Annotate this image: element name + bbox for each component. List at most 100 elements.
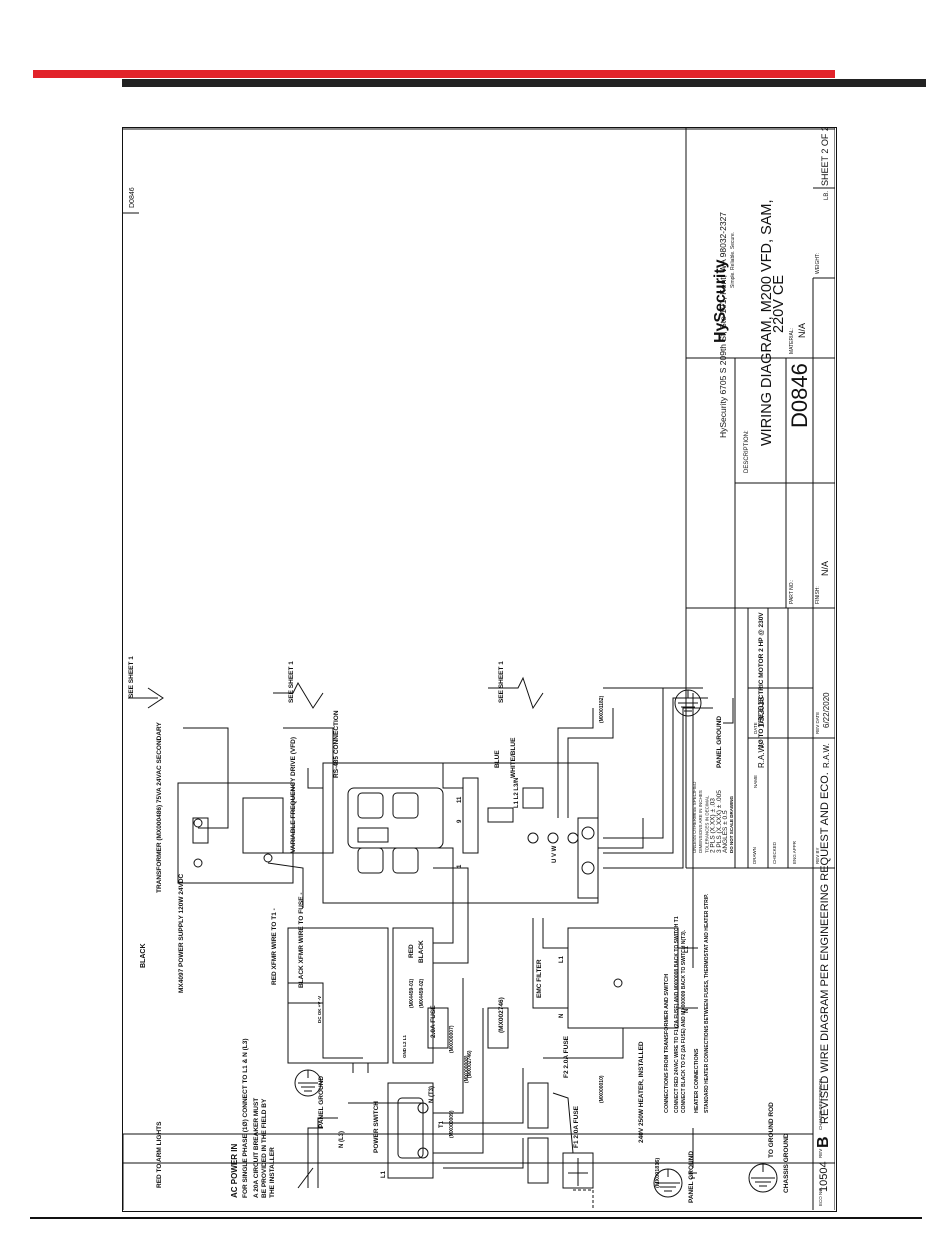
terminal-1-label: 1 (457, 864, 463, 868)
wiring-diagram: D0846 HySecurity Simple. Reliable. Secur… (123, 128, 835, 1210)
diagram-labels: AC POWER IN FOR SINGLE PHASE (1Ø) CONNEC… (128, 612, 790, 1203)
revision-text: ECO NO. 10504 REV B CHANGE DESCRIPTION R… (815, 772, 832, 1206)
company-address: HySecurity 6705 S 209th St, Ste 101, Ken… (718, 212, 728, 438)
n-l3-terminal-label: N (L3) (339, 1131, 345, 1148)
gnd-l2-l1-label: GND L2 L1 (402, 1034, 407, 1058)
red-label: RED (408, 944, 415, 958)
single-phase-note: FOR SINGLE PHASE (1Ø) CONNECT TO L1 & N … (242, 1038, 249, 1198)
description-line-1: WIRING DIAGRAM, M200 VFD, SAM, (759, 199, 775, 446)
uvw-label: U V W (552, 845, 558, 863)
breaker-note-1: A 20A CIRCUIT BREAKER MUST (253, 1098, 260, 1198)
red-xfmr-label: RED XFMR WIRE TO T1 - (271, 908, 278, 985)
n-t3-terminal-label: N (T3) (429, 1086, 435, 1103)
mx4459-02-label: (MX4459-02) (419, 978, 425, 1008)
tolerance-line: DO NOT SCALE DRAWING (729, 796, 734, 853)
rev-date-label: REV DATE (815, 712, 820, 734)
tolerance-line: UNLESS OTHERWISE SPECIFIED (692, 781, 697, 853)
company-tagline: Simple. Reliable. Secure. (730, 232, 736, 288)
eco-label: ECO NO. (818, 1187, 823, 1206)
emc-n-label: N (559, 1014, 565, 1018)
motor-label: 3Ø TO THE ELECTRIC MOTOR 2 HP @ 230V (758, 612, 765, 748)
f1-fuse-label: F1 2.0A FUSE (573, 1105, 580, 1148)
rev-label: REV (818, 1149, 823, 1158)
emc-l1-label: L1 (559, 955, 565, 963)
l1-terminal-label: L1 (381, 1170, 387, 1178)
weight-value: LB. (824, 191, 830, 200)
rev-date: 6/22/2020 (822, 692, 831, 728)
title-block-text: D0846 HySecurity Simple. Reliable. Secur… (129, 128, 831, 864)
red-to-arm-label: RED TO ARM LIGHTS (156, 1121, 163, 1188)
finish-label: FINISH: (815, 586, 821, 604)
terminal-11-label: 11 (457, 796, 463, 803)
checked-label: CHECKED (772, 841, 777, 864)
wiring (128, 676, 778, 1208)
title-block (123, 128, 835, 1210)
header-black-bar (122, 79, 926, 87)
sheet-number: SHEET 2 OF 2 (820, 128, 830, 186)
tolerance-line: TOLERANCES IN DECIMAL (704, 795, 709, 853)
power-switch-label: POWER SWITCH (373, 1101, 380, 1153)
transformer-label: TRANSFORMER (MX000486) 75VA 24VAC SECOND… (156, 721, 163, 893)
terminal-9-label: 9 (457, 819, 463, 823)
see-sheet-1-bottom: SEE SHEET 1 (498, 661, 505, 703)
drawn-label: DRAWN (752, 847, 757, 864)
vfd-label: VARIABLE FREQUENCY DRIVE (VFD) (290, 737, 297, 853)
revision-block (123, 868, 835, 1210)
drawn-date: 1/3/2018 (757, 696, 766, 728)
eng-appr-label: ENG APPR (792, 840, 797, 864)
power-supply-label: MX4097 POWER SUPPLY 120W 24VDC (178, 873, 185, 993)
connections-note-1: CONNECT RED 24VAC WIRE TO F1 (2A FUSE) A… (674, 916, 680, 1113)
emc-filter-label: EMC FILTER (536, 959, 543, 998)
footer-rule (30, 1217, 922, 1219)
mx002746-secondary-label: (MX002746) (467, 1050, 473, 1078)
finish-value: N/A (820, 561, 830, 576)
part-label: PART NO.: (789, 580, 795, 604)
description-line-2: 220V CE (771, 275, 787, 333)
tolerance-line: ANGLES ± 0.5 (722, 810, 729, 853)
panel-ground-bottom-label: PANEL GROUND (688, 1151, 695, 1203)
mx000010-label: (MX000010) (599, 1075, 605, 1103)
rev-letter: B (815, 1136, 832, 1148)
emc-n-out-label: N (684, 1009, 690, 1013)
weight-label: WEIGHT: (815, 253, 821, 274)
see-sheet-1-middle: SEE SHEET 1 (288, 661, 295, 703)
panel-ground-supply-label: PANEL GROUND (318, 1076, 325, 1128)
blue-wire-label: BLUE (494, 750, 501, 768)
mx002746-label: (MX002746) (498, 997, 505, 1033)
drawing-sheet: D0846 HySecurity Simple. Reliable. Secur… (122, 127, 837, 1212)
connections-note-2: CONNECT BLACK TO F2 (2A FUSE) AND MX0000… (681, 929, 687, 1113)
ac-power-in-label: AC POWER IN (230, 1144, 239, 1198)
heater-connections-note: STANDARD HEATER CONNECTIONS BETWEEN FUSE… (704, 893, 710, 1113)
eco-number: 10504 (818, 1161, 830, 1192)
tolerance-line: DIMENSIONS ARE IN INCHES (698, 790, 703, 853)
panel-ground-vfd-label: PANEL GROUND (716, 716, 723, 768)
t1-terminal-label: T1 (439, 1120, 445, 1128)
change-description: REVISED WIRE DIAGRAM PER ENGINEERING REQ… (819, 772, 831, 1124)
emc-l1-out-label: L1 (684, 945, 690, 953)
date-label: DATE (753, 722, 758, 734)
material-value: N/A (797, 323, 807, 338)
fuse-2a-label: 2.0A FUSE (430, 1005, 437, 1038)
mx001182-label: (MX001182) (599, 695, 605, 723)
black-wire-label: BLACK (140, 944, 147, 969)
heater-label: 240V 250W HEATER, INSTALLED (638, 1041, 645, 1143)
drawn-by: R.A.W. (757, 743, 766, 768)
mx001816-label: (MX001816) (655, 1158, 661, 1188)
see-sheet-1-top: SEE SHEET 1 (128, 656, 135, 698)
rev-by: R.A.W. (822, 743, 831, 768)
dc-out-label: DC OK +V -V (317, 996, 322, 1023)
corner-id: D0846 (129, 187, 136, 208)
mx000008-label: (MX000008) (464, 1055, 470, 1083)
mx000007-label: (MX000007) (449, 1025, 455, 1053)
breaker-note-2: BE PROVIDED IN THE FIELD BY (261, 1098, 268, 1198)
l1-l2-l3n-label: L1 L2 L3/N (514, 778, 520, 808)
rs485-label: RS-485 CONNECTION (333, 710, 340, 778)
chassis-ground-label: CHASSIS GROUND (783, 1133, 790, 1193)
change-label: CHANGE DESCRIPTION (818, 1079, 823, 1130)
header-red-bar (33, 70, 835, 78)
f2-fuse-label: F2 2.0A FUSE (563, 1035, 570, 1078)
tolerance-line: 3 PLS (X.XXX) ± .005 (716, 790, 723, 853)
material-label: MATERIAL: (789, 328, 795, 354)
to-ground-rod-label: TO GROUND ROD (768, 1102, 775, 1158)
